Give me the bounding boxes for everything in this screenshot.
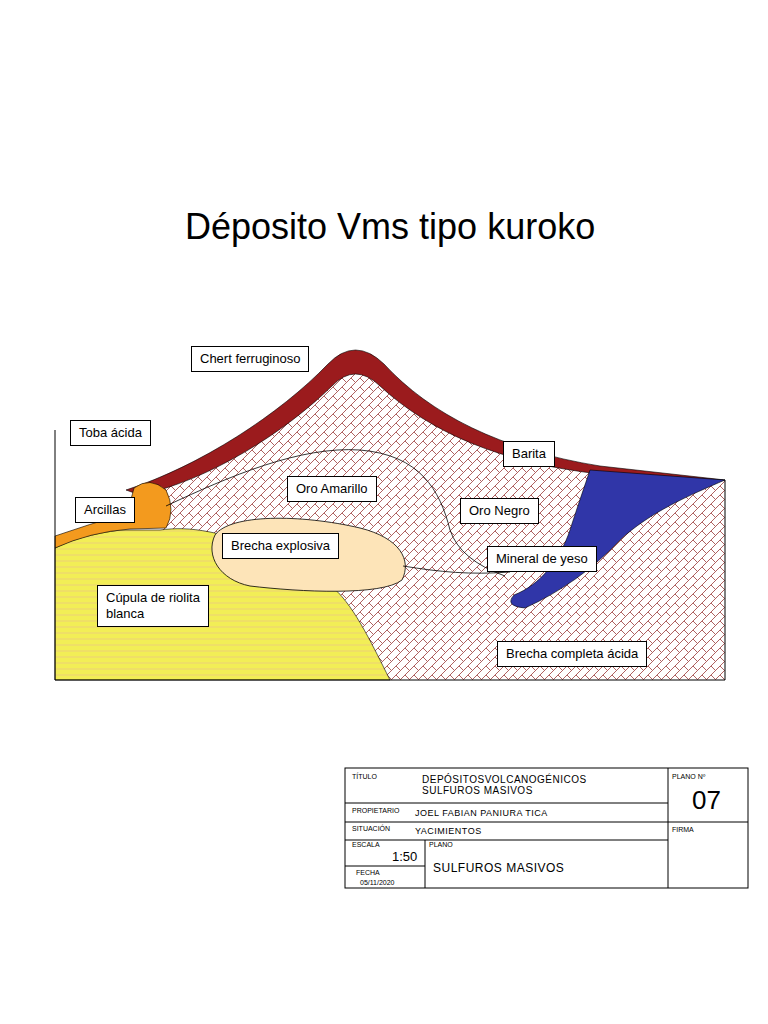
cell-caption: ESCALA — [352, 841, 380, 849]
title-block-grid — [345, 768, 748, 888]
cell-caption: PLANO — [429, 841, 453, 849]
label-text: Brecha explosiva — [231, 538, 330, 554]
cell-value: YACIMIENTOS — [415, 827, 482, 837]
cell-value: SULFUROS MASIVOS — [433, 862, 564, 875]
cell-caption: FECHA — [356, 869, 380, 877]
label-box: Chert ferruginoso — [191, 346, 309, 372]
zone-boundary — [166, 450, 505, 576]
label-text: Barita — [512, 446, 546, 462]
cell-value: 05/11/2020 — [360, 879, 395, 887]
cell-caption: SITUACIÓN — [352, 825, 390, 833]
label-text: Mineral de yeso — [496, 551, 588, 567]
axis-line — [55, 430, 725, 680]
cell-caption: PROPIETARIO — [352, 807, 399, 815]
label-text: Chert ferruginoso — [200, 351, 300, 367]
scale-value: 1:50 — [392, 850, 417, 864]
cell-caption: TÍTULO — [352, 773, 377, 781]
label-text: Brecha completa ácida — [506, 646, 638, 662]
label-box: Toba ácida — [70, 420, 151, 446]
cell-value: DEPÓSITOSVOLCANOGÉNICOS SULFUROS MASIVOS — [422, 774, 592, 796]
label-text: Oro Negro — [469, 503, 530, 519]
label-box: Oro Amarillo — [287, 476, 377, 502]
label-box: Arcillas — [75, 497, 135, 523]
label-box: Oro Negro — [460, 498, 539, 524]
label-box: Brecha completa ácida — [497, 641, 647, 667]
label-text: Oro Amarillo — [296, 481, 368, 497]
yeso-body — [511, 470, 725, 608]
diagram-title: Déposito Vms tipo kuroko — [185, 206, 595, 248]
arcillas-band — [55, 482, 171, 548]
label-text: Cúpula de riolita blanca — [106, 590, 200, 622]
label-box: Brecha explosiva — [222, 533, 339, 559]
label-box: Mineral de yeso — [487, 546, 597, 572]
label-text: Toba ácida — [79, 425, 142, 441]
plan-number: 07 — [692, 786, 721, 815]
label-box: Barita — [503, 441, 555, 467]
cell-value: JOEL FABIAN PANIURA TICA — [415, 809, 548, 819]
label-box: Cúpula de riolita blanca — [97, 585, 209, 627]
label-text: Arcillas — [84, 502, 126, 518]
cell-caption: PLANO Nº — [672, 773, 705, 781]
brecha-explosiva-body — [212, 518, 405, 591]
cell-caption: FIRMA — [672, 826, 694, 834]
